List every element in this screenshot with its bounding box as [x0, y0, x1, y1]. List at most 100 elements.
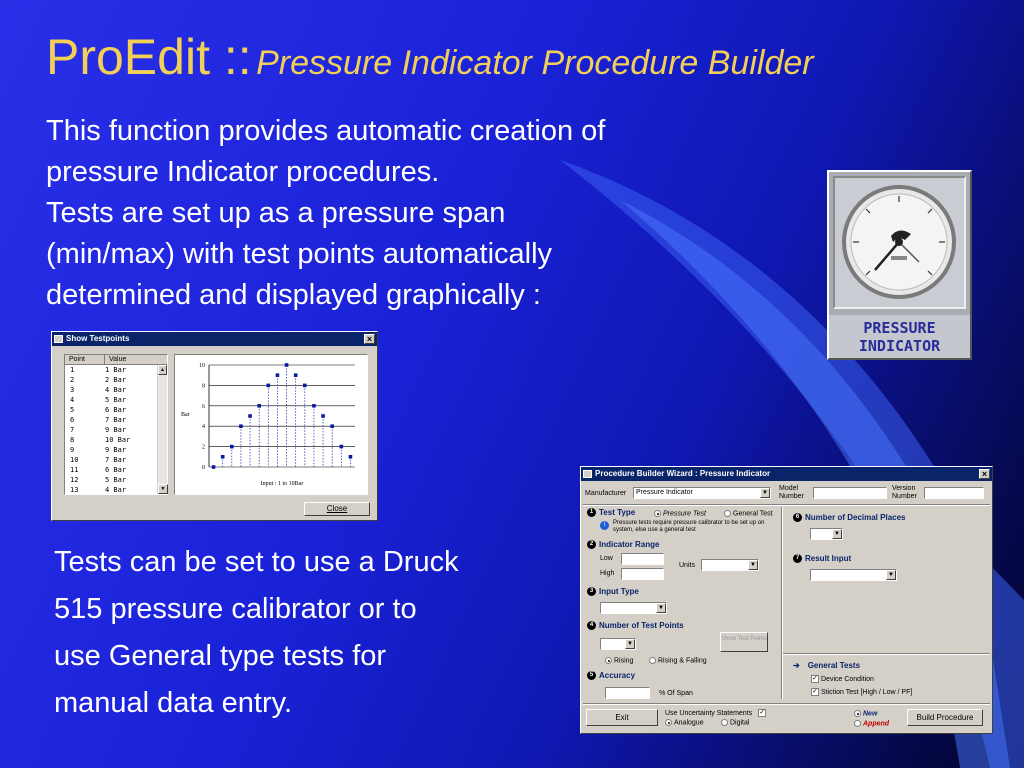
analogue-radio[interactable]: Analogue — [665, 719, 704, 726]
test-points-select[interactable]: ▼ — [600, 638, 636, 650]
high-label: High — [600, 570, 615, 577]
intro-paragraph: This function provides automatic creatio… — [46, 111, 746, 316]
chevron-down-icon[interactable]: ▼ — [748, 560, 758, 570]
chevron-down-icon[interactable]: ▼ — [832, 529, 842, 539]
pressure-gauge-icon — [842, 185, 956, 299]
y-axis-label: Bar — [181, 412, 190, 418]
title-main: ProEdit :: — [46, 29, 252, 85]
slide-title: ProEdit :: Pressure Indicator Procedure … — [46, 28, 814, 86]
accuracy-input[interactable] — [605, 687, 650, 699]
y-tick-label: 10 — [199, 363, 205, 369]
chevron-down-icon[interactable]: ▼ — [625, 639, 635, 649]
data-point — [303, 383, 307, 388]
title-sub: Pressure Indicator Procedure Builder — [256, 44, 814, 82]
result-input-select[interactable]: ▼ — [810, 569, 897, 581]
detail-paragraph: Tests can be set to use a Druck 515 pres… — [54, 539, 554, 727]
show-test-points-button[interactable]: Show Test Points — [720, 632, 768, 652]
pressure-indicator-button[interactable]: PRESSURE INDICATOR — [827, 170, 972, 360]
data-point — [266, 383, 271, 388]
point-cell: 10 — [70, 456, 79, 464]
point-cell: 5 — [70, 406, 75, 414]
chevron-down-icon[interactable]: ▼ — [886, 570, 896, 580]
general-test-radio[interactable]: General Test — [724, 510, 773, 517]
list-scrollbar[interactable]: ▲ ▼ — [157, 365, 168, 494]
wizard-titlebar: Procedure Builder Wizard : Pressure Indi… — [581, 467, 992, 481]
data-point — [220, 455, 225, 459]
point-cell: 8 — [70, 436, 75, 444]
data-point — [230, 444, 234, 449]
low-input[interactable] — [621, 553, 664, 565]
uncertainty-checkbox[interactable]: Use Uncertainty Statements✓ — [665, 709, 767, 717]
new-radio[interactable]: New — [854, 710, 877, 717]
data-point — [239, 424, 243, 428]
manufacturer-label: Manufacturer — [585, 490, 627, 497]
info-icon: i — [600, 521, 609, 530]
pressure-test-radio[interactable]: Pressure Test — [654, 510, 706, 517]
chevron-down-icon[interactable]: ▼ — [760, 488, 770, 498]
exit-button[interactable]: Exit — [586, 709, 658, 726]
device-condition-checkbox[interactable]: ✓Device Condition — [811, 675, 874, 683]
manufacturer-value: Pressure Indicator — [636, 489, 693, 496]
stiction-test-checkbox[interactable]: ✓Stiction Test [High / Low / PF] — [811, 688, 913, 696]
value-cell: 5 Bar — [105, 476, 127, 484]
close-icon[interactable]: × — [364, 334, 375, 344]
digital-radio[interactable]: Digital — [721, 719, 749, 726]
point-cell: 13 — [70, 486, 79, 494]
data-point — [284, 363, 289, 367]
detail-line: 515 pressure calibrator or to — [54, 593, 417, 625]
rising-falling-radio[interactable]: Rising & Falling — [649, 657, 707, 664]
window-icon — [54, 335, 63, 343]
chevron-down-icon[interactable]: ▼ — [656, 603, 666, 613]
gauge-frame — [833, 176, 966, 309]
decimal-places-select[interactable]: ▼ — [810, 528, 843, 540]
rising-radio[interactable]: Rising — [605, 657, 633, 664]
col-header-point[interactable]: Point — [65, 355, 105, 364]
units-label: Units — [679, 562, 695, 569]
y-tick-label: 6 — [202, 404, 205, 410]
close-icon[interactable]: × — [979, 469, 990, 479]
data-point — [330, 424, 334, 428]
y-tick-label: 8 — [202, 383, 205, 389]
value-cell: 9 Bar — [105, 446, 127, 454]
input-type-select[interactable]: ▼ — [600, 602, 667, 614]
version-number-input[interactable] — [924, 487, 984, 499]
col-header-value[interactable]: Value — [109, 356, 127, 363]
high-input[interactable] — [621, 568, 664, 580]
manufacturer-select[interactable]: Pressure Indicator ▼ — [633, 487, 771, 499]
data-point — [275, 373, 280, 377]
point-cell: 6 — [70, 416, 75, 424]
low-label: Low — [600, 555, 613, 562]
point-cell: 4 — [70, 396, 75, 404]
span-label: % Of Span — [659, 690, 693, 697]
append-radio[interactable]: Append — [854, 720, 889, 727]
x-axis-label: Input : 1 to 10Bar — [261, 481, 304, 487]
units-select[interactable]: ▼ — [701, 559, 759, 571]
build-procedure-button[interactable]: Build Procedure — [907, 709, 983, 726]
y-tick-label: 2 — [202, 445, 205, 451]
model-number-input[interactable] — [813, 487, 887, 499]
close-button[interactable]: Close — [304, 502, 370, 516]
